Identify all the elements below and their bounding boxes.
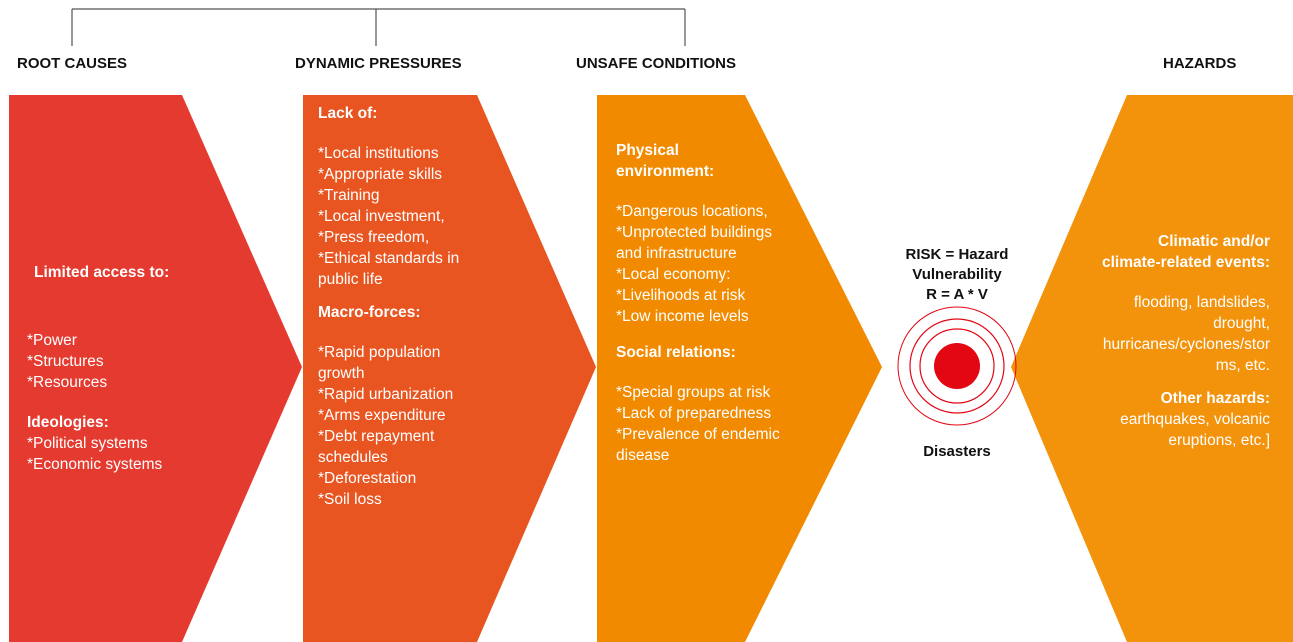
list-item: *Resources <box>27 374 108 391</box>
list-item: *Appropriate skills <box>318 166 443 183</box>
list-item: disease <box>616 447 670 464</box>
unsafe-conditions-arrow <box>597 95 882 642</box>
target-outer-ring <box>897 306 1017 426</box>
target-inner-ring <box>919 328 995 404</box>
list-item: earthquakes, volcanic <box>1120 411 1270 428</box>
header-unsafe-conditions: UNSAFE CONDITIONS <box>576 55 737 72</box>
list-item: and infrastructure <box>616 245 737 262</box>
list-item: *Livelihoods at risk <box>616 287 746 304</box>
list-item: *Local institutions <box>318 145 439 162</box>
physical-environment-heading: Physical <box>616 142 679 159</box>
risk-formula-line1: RISK = Hazard <box>905 246 1009 263</box>
header-hazards: HAZARDS <box>1163 55 1237 72</box>
list-item: eruptions, etc.] <box>1168 432 1270 449</box>
list-item: ms, etc. <box>1215 357 1270 374</box>
root-causes-list: *Power *Structures *Resources Ideologies… <box>27 330 162 475</box>
list-item: *Structures <box>27 353 104 370</box>
other-hazards-heading: Other hazards: <box>1160 390 1270 407</box>
list-item: public life <box>318 271 383 288</box>
target-icon <box>897 306 1017 426</box>
climatic-heading: Climatic and/or <box>1158 233 1270 250</box>
macro-forces-heading: Macro-forces: <box>318 304 421 321</box>
list-item: *Soil loss <box>318 491 382 508</box>
risk-formula: RISK = Hazard Vulnerability R = A * V <box>877 245 1037 305</box>
list-item: *Arms expenditure <box>318 407 446 424</box>
list-item: *Deforestation <box>318 470 417 487</box>
list-item: *Political systems <box>27 435 148 452</box>
list-item: *Low income levels <box>616 308 749 325</box>
ideologies-heading: Ideologies: <box>27 414 109 431</box>
list-item: hurricanes/cyclones/stor <box>1102 336 1270 353</box>
list-item: drought, <box>1213 315 1270 332</box>
header-root-causes: ROOT CAUSES <box>17 55 128 72</box>
lack-of-heading: Lack of: <box>318 105 378 122</box>
list-item: *Economic systems <box>27 456 163 473</box>
root-causes-content: Limited access to: <box>34 262 169 283</box>
list-item: *Local investment, <box>318 208 445 225</box>
list-item: *Local economy: <box>616 266 731 283</box>
list-item: *Unprotected buildings <box>616 224 772 241</box>
list-item: *Ethical standards in <box>318 250 460 267</box>
root-causes-arrow <box>9 95 302 642</box>
header-dynamic-pressures: DYNAMIC PRESSURES <box>295 55 462 72</box>
dynamic-pressures-arrow <box>303 95 596 642</box>
physical-environment-heading-cont: environment: <box>616 163 715 180</box>
list-item: *Rapid urbanization <box>318 386 454 403</box>
list-item: *Special groups at risk <box>616 384 771 401</box>
climatic-heading-cont: climate-related events: <box>1102 254 1270 271</box>
dynamic-pressures-content: Lack of: *Local institutions *Appropriat… <box>318 103 459 510</box>
list-item: *Training <box>318 187 380 204</box>
list-item: *Rapid population <box>318 344 441 361</box>
list-item: *Prevalence of endemic <box>616 426 780 443</box>
limited-access-heading: Limited access to: <box>34 264 170 281</box>
list-item: growth <box>318 365 365 382</box>
top-bracket-connector <box>71 8 686 46</box>
list-item: *Press freedom, <box>318 229 430 246</box>
hazards-content: Climatic and/or climate-related events: … <box>1102 231 1270 451</box>
list-item: *Lack of preparedness <box>616 405 772 422</box>
hazards-arrow <box>1011 95 1293 642</box>
disasters-label: Disasters <box>923 443 991 460</box>
risk-formula-line2: Vulnerability <box>912 266 1002 283</box>
list-item: *Power <box>27 332 77 349</box>
target-middle-ring <box>909 318 1005 414</box>
social-relations-heading: Social relations: <box>616 344 736 361</box>
risk-formula-line3: R = A * V <box>926 286 988 303</box>
target-center <box>934 343 980 389</box>
list-item: *Debt repayment <box>318 428 435 445</box>
list-item: schedules <box>318 449 388 466</box>
list-item: flooding, landslides, <box>1133 294 1270 311</box>
list-item: *Dangerous locations, <box>616 203 768 220</box>
unsafe-conditions-content: Physical environment: *Dangerous locatio… <box>616 140 780 466</box>
